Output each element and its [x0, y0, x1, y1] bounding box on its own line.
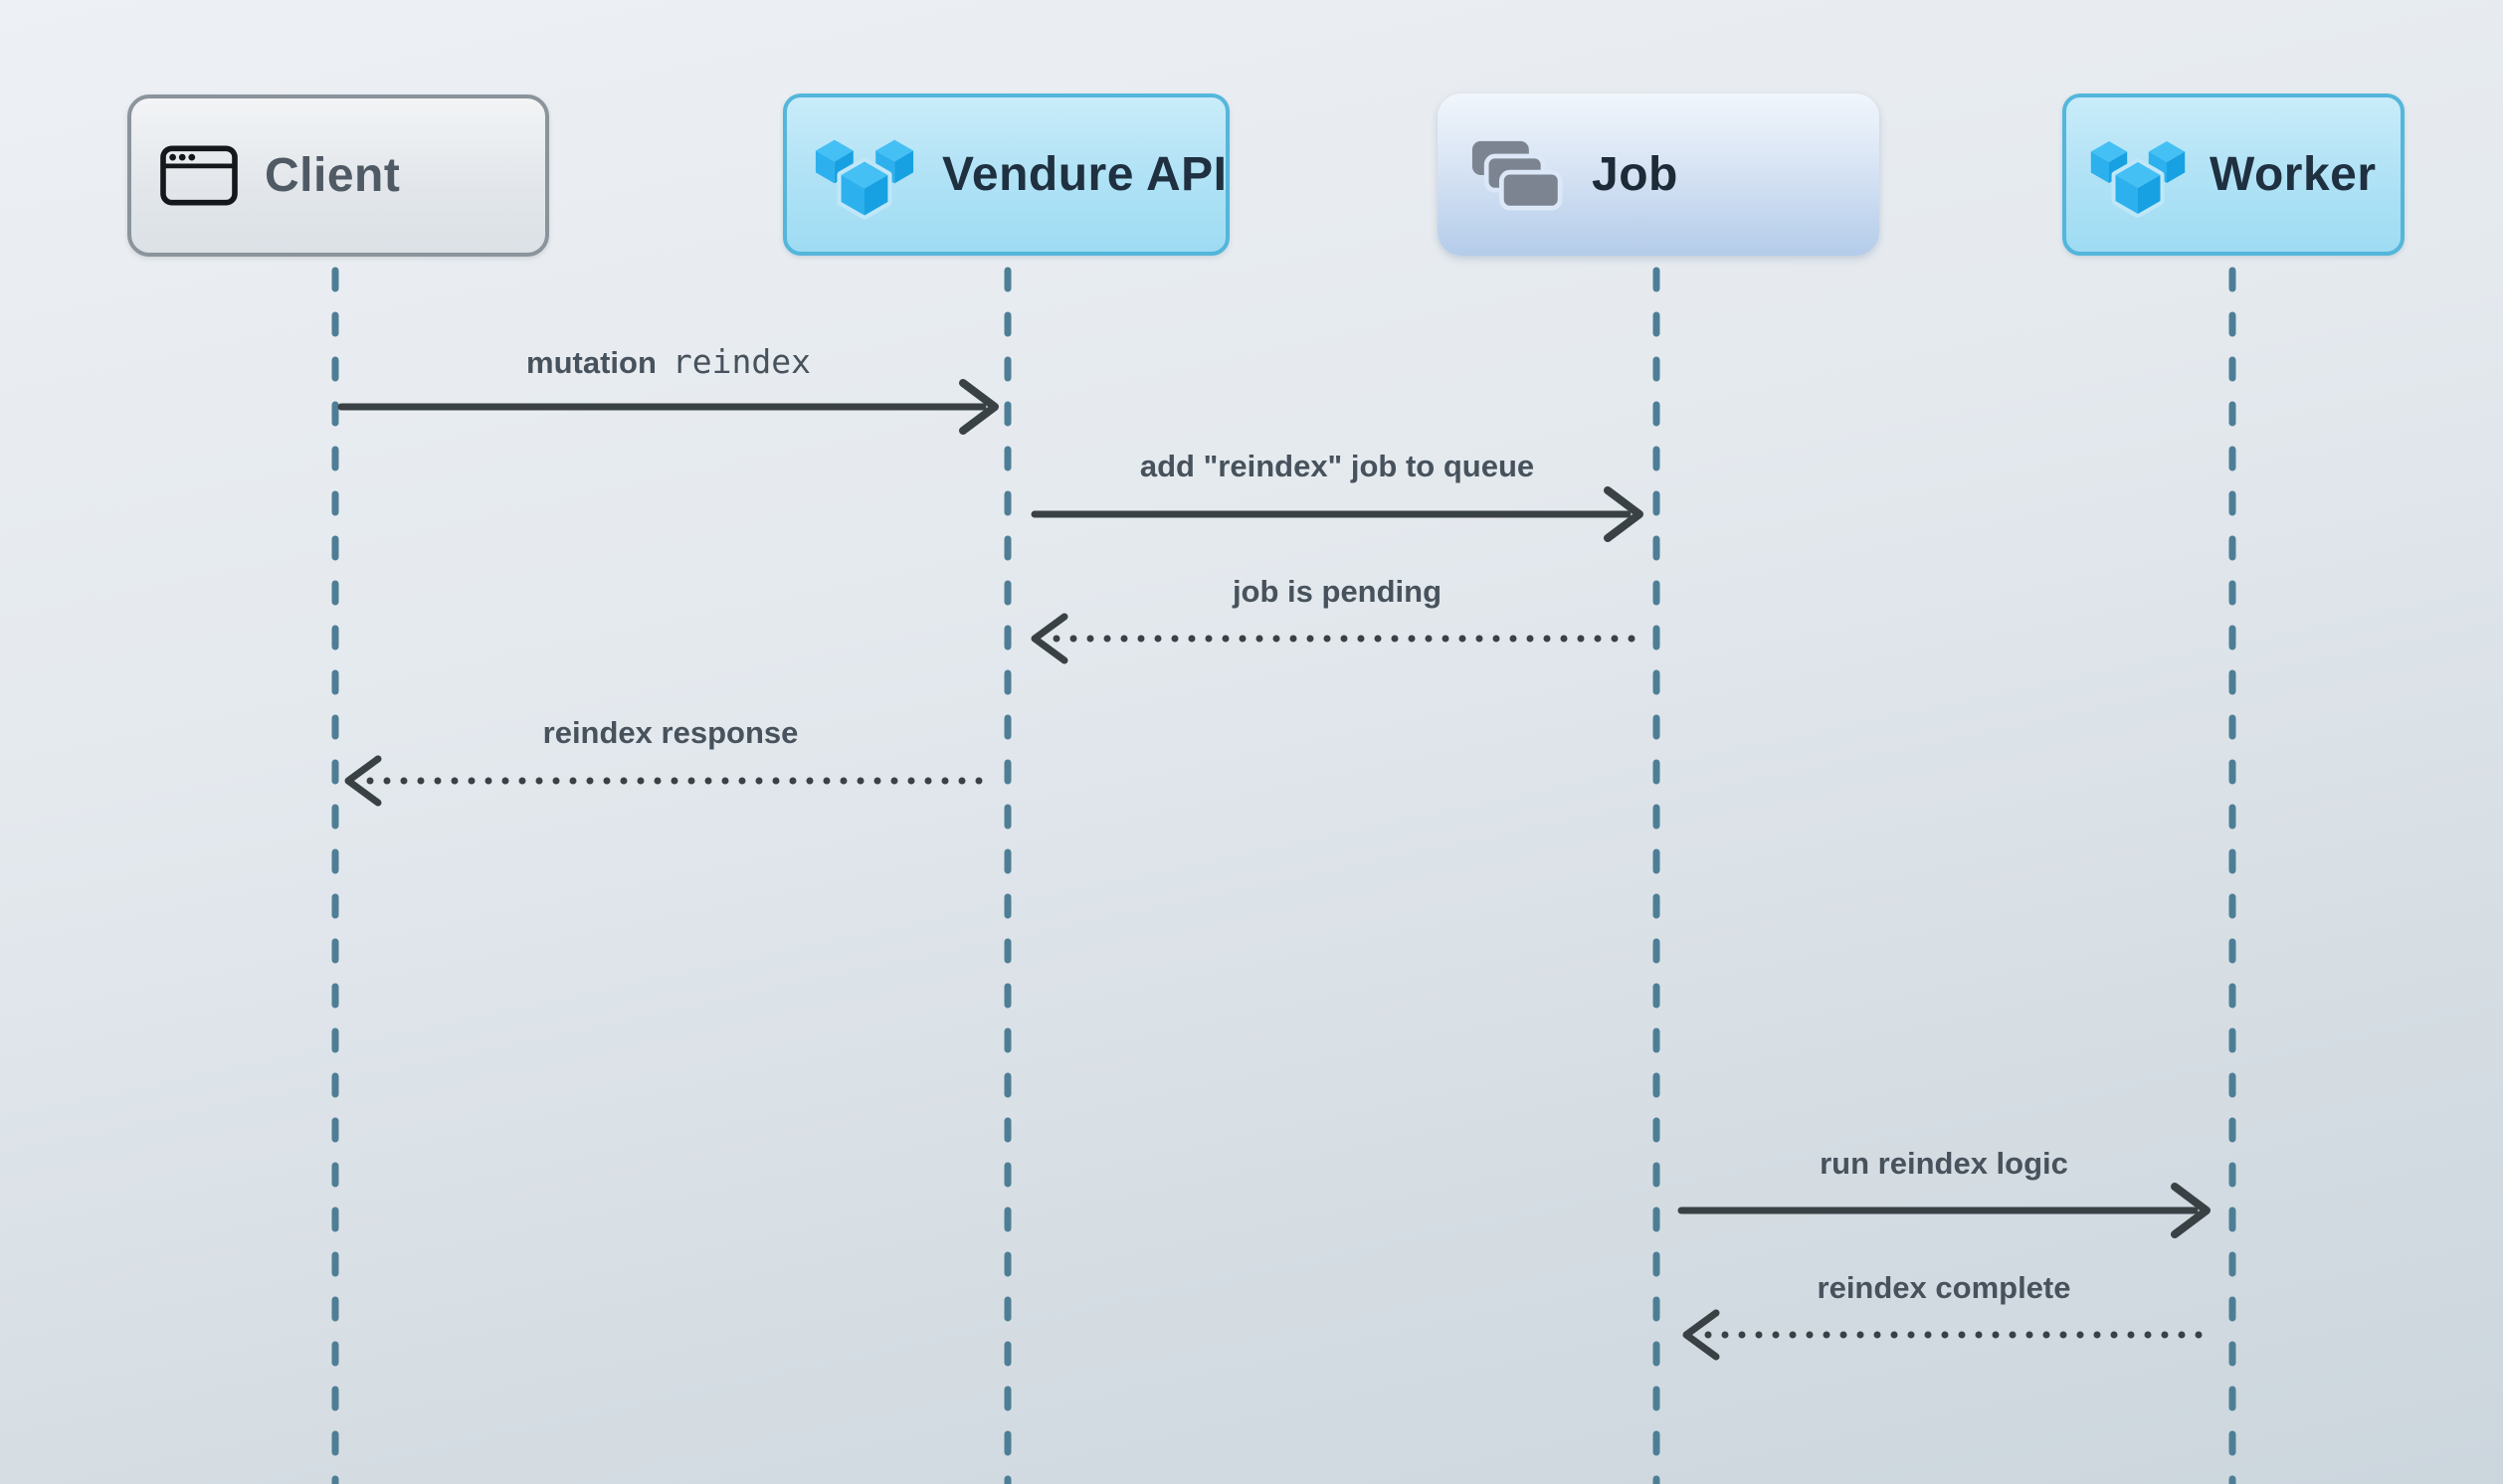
message-text: add "reindex" job to queue	[1139, 449, 1535, 483]
arrow-reindex-complete	[1682, 1309, 2208, 1361]
message-label-add-job: add "reindex" job to queue	[1140, 448, 1534, 485]
actor-job-label: Job	[1592, 148, 1678, 201]
actor-client: Client	[127, 94, 549, 257]
message-text: job is pending	[1232, 574, 1443, 609]
message-label-run-reindex: run reindex logic	[1820, 1145, 2068, 1183]
actor-worker-label: Worker	[2210, 148, 2377, 201]
message-text: run reindex logic	[1820, 1146, 2068, 1181]
stacked-cards-icon	[1469, 138, 1564, 211]
message-text: reindex complete	[1817, 1270, 2071, 1305]
message-code-text: reindex	[672, 342, 811, 381]
message-text: reindex response	[542, 715, 799, 750]
message-label-mutation-reindex: mutation reindex	[526, 343, 811, 382]
actor-client-label: Client	[265, 149, 401, 202]
message-label-job-pending: job is pending	[1233, 573, 1442, 611]
actor-job: Job	[1438, 93, 1879, 256]
actor-vendure-api-label: Vendure API	[942, 148, 1228, 201]
actor-worker: Worker	[2062, 93, 2405, 256]
arrow-reindex-response	[344, 755, 999, 807]
browser-window-icon	[159, 144, 239, 207]
message-text: mutation	[526, 345, 657, 380]
arrow-run-reindex-logic	[1677, 1183, 2211, 1238]
arrow-job-is-pending	[1031, 613, 1643, 664]
vendure-cubes-icon	[2088, 130, 2188, 220]
vendure-cubes-icon	[813, 128, 916, 222]
arrow-add-job-to-queue	[1031, 486, 1643, 542]
message-label-reindex-complete: reindex complete	[1818, 1269, 2071, 1307]
actor-vendure-api: Vendure API	[783, 93, 1230, 256]
arrow-mutation-reindex	[337, 379, 999, 435]
message-label-reindex-response: reindex response	[543, 714, 799, 752]
